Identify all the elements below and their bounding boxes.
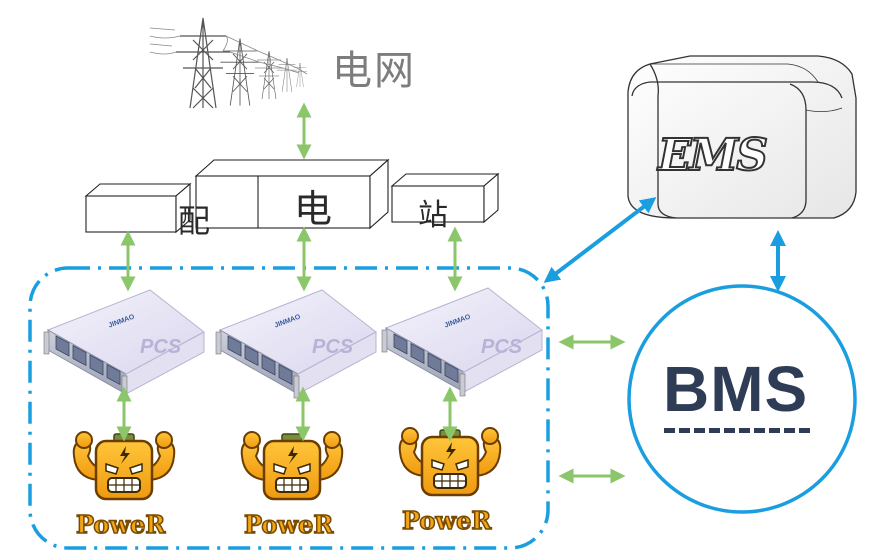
bms-circle — [627, 284, 857, 514]
tower-far — [293, 62, 307, 88]
pcs-vent-panel — [244, 344, 259, 367]
rack-ear-left — [381, 329, 388, 353]
ems-box-icon — [627, 55, 857, 219]
grid-label: 电网 — [332, 48, 416, 94]
battery-mascot-icon — [398, 427, 502, 497]
pcs-unit-2 — [215, 289, 377, 399]
pcs-vent-panel — [89, 354, 104, 376]
pcs-label-2: PCS — [312, 336, 354, 358]
rack-ear-right — [293, 375, 300, 399]
substation-char-1: 配 — [178, 202, 211, 240]
power-label-3: PoweR — [401, 505, 492, 536]
pcs-vent-panel — [278, 363, 293, 386]
pcs-unit-1 — [43, 289, 205, 399]
substation-block-left — [84, 182, 192, 234]
rack-ear-left — [215, 331, 222, 355]
substation-block-center — [194, 158, 390, 230]
pcs-vent-panel — [393, 333, 408, 355]
rack-ear-left — [43, 331, 50, 355]
substation — [84, 158, 500, 234]
pcs-vent-panel — [444, 361, 459, 384]
power-label-2: PoweR — [243, 509, 334, 540]
pcs-unit-3 — [381, 287, 543, 397]
power-tower-icon — [149, 17, 308, 109]
bms-label: BMS — [663, 353, 809, 425]
ems-storage-link — [543, 197, 657, 283]
pcs-vent-panel — [261, 354, 276, 376]
green-connectors — [116, 102, 626, 484]
pcs-vent-panel — [55, 335, 70, 357]
tower-large — [176, 17, 230, 109]
tower-medium — [220, 38, 260, 106]
battery-mascot-icon — [72, 431, 176, 501]
pcs-vent-panel — [72, 344, 87, 367]
storage-system-boundary — [28, 266, 550, 550]
tower-small — [255, 50, 283, 100]
battery-group — [72, 427, 502, 501]
substation-char-3: 站 — [418, 198, 448, 233]
substation-char-2: 电 — [294, 187, 333, 231]
pcs-vent-panel — [410, 342, 425, 365]
pcs-group — [43, 287, 543, 399]
blue-connectors — [543, 197, 786, 292]
ems-label: EMS — [657, 129, 769, 182]
battery-mascot-icon — [240, 431, 344, 501]
pcs-vent-panel — [106, 363, 121, 386]
rack-ear-right — [459, 373, 466, 397]
pcs-vent-panel — [227, 335, 242, 357]
power-label-1: PoweR — [75, 509, 166, 540]
pcs-label-3: PCS — [481, 336, 523, 358]
substation-block-right — [390, 172, 500, 224]
power-lines — [149, 27, 308, 75]
pcs-vent-panel — [427, 352, 442, 374]
pcs-label-1: PCS — [140, 336, 182, 358]
bms-underline-dashes — [664, 428, 810, 433]
